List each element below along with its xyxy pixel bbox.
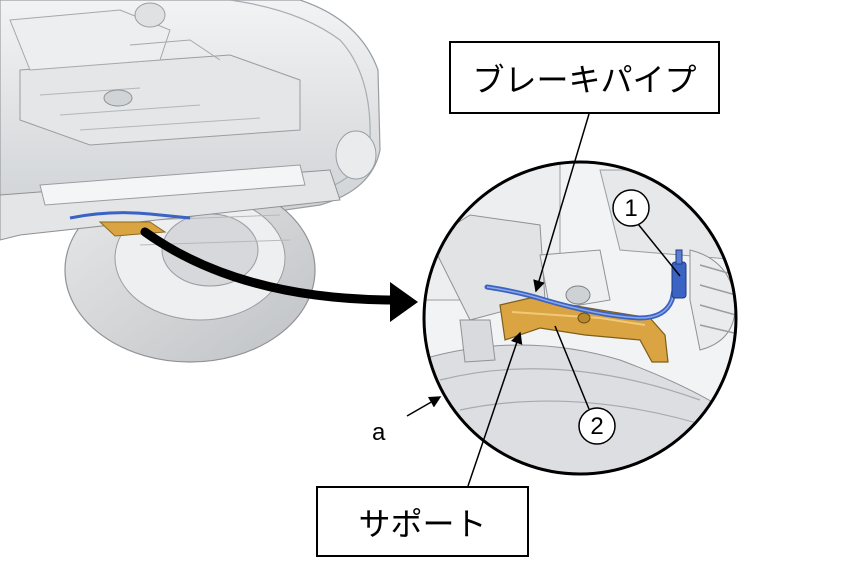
- brake-pipe-label: ブレーキパイプ: [472, 60, 697, 99]
- view-marker-a-label: a: [372, 419, 386, 446]
- support-label: サポート: [358, 504, 487, 543]
- brake-pipe-label-box: ブレーキパイプ: [449, 41, 720, 114]
- callout-1-label: 1: [624, 195, 637, 222]
- brake-pipe-overview: [69, 211, 191, 220]
- vehicle-underbody: [0, 0, 381, 221]
- callout-2-label: 2: [590, 413, 603, 440]
- callout-2: 2: [554, 325, 616, 445]
- brake-pipe-leader: [533, 113, 590, 293]
- brake-hose-connector: [671, 261, 687, 299]
- view-marker-a: a: [372, 396, 442, 446]
- support-label-box: サポート: [316, 486, 529, 557]
- magnify-arrow: [140, 227, 418, 322]
- support-leader: [467, 331, 523, 487]
- callout-1: 1: [612, 189, 681, 277]
